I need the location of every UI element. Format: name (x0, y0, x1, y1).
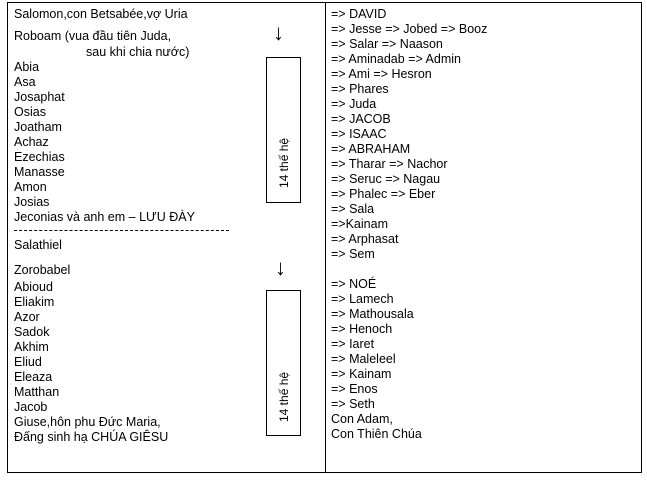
list-item: Sadok (14, 325, 50, 339)
list-item: => Lamech (331, 292, 394, 306)
list-item: => Seth (331, 397, 375, 411)
list-item: Manasse (14, 165, 65, 179)
list-item: => ABRAHAM (331, 142, 411, 156)
list-item: Amon (14, 180, 47, 194)
generation-box-2: 14 thế hệ (266, 290, 301, 436)
column-divider (325, 2, 326, 473)
down-arrow-icon: ↓ (275, 255, 286, 280)
list-item: Zorobabel (14, 263, 71, 277)
list-item: Eliakim (14, 295, 55, 309)
list-item: => JACOB (331, 112, 391, 126)
list-item: => Maleleel (331, 352, 396, 366)
line-salomon: Salomon,con Betsabée,vợ Uria (14, 7, 188, 22)
list-item: => Aminadab => Admin (331, 52, 461, 66)
list-item: => Mathousala (331, 307, 414, 321)
list-item: Matthan (14, 385, 60, 399)
list-item: => Iaret (331, 337, 375, 351)
list-item: Eliud (14, 355, 42, 369)
list-item: => Sala (331, 202, 375, 216)
list-item: => Arphasat (331, 232, 399, 246)
list-item: =>Kainam (331, 217, 388, 231)
list-item: => Salar => Naason (331, 37, 443, 51)
list-item: Akhim (14, 340, 49, 354)
line-roboam: Roboam (vua đầu tiên Juda, (14, 29, 172, 43)
list-item: Osias (14, 105, 46, 119)
list-item: => Ami => Hesron (331, 67, 432, 81)
line-roboam-note: sau khi chia nước) (86, 45, 190, 59)
list-item: Ezechias (14, 150, 65, 164)
list-item: => Juda (331, 97, 377, 111)
list-item: => Henoch (331, 322, 393, 336)
salomon-text: Salomon,con Betsabée,vợ Uria (14, 7, 188, 21)
list-item: Jacob (14, 400, 48, 414)
list-item: Con Adam, (331, 412, 393, 426)
list-item: Achaz (14, 135, 49, 149)
list-item: Azor (14, 310, 40, 324)
list-item: => ISAAC (331, 127, 387, 141)
generation-box-1: 14 thế hệ (266, 57, 301, 203)
separator-line (14, 230, 229, 231)
list-item: Jeconias và anh em – LƯU ĐÀY (14, 210, 195, 224)
list-item: Abia (14, 60, 40, 74)
list-item: Josaphat (14, 90, 65, 104)
list-item: => Phares (331, 82, 389, 96)
generations-label: 14 thế hệ (277, 137, 291, 188)
generations-label: 14 thế hệ (277, 371, 291, 422)
list-item: Abioud (14, 280, 53, 294)
list-item: => NOÉ (331, 277, 377, 291)
list-item: Con Thiên Chúa (331, 427, 422, 441)
list-item: Josias (14, 195, 50, 209)
list-item: Eleaza (14, 370, 53, 384)
list-item: Asa (14, 75, 36, 89)
list-item: => Tharar => Nachor (331, 157, 448, 171)
list-item: Giuse,hôn phu Đức Maria, (14, 415, 161, 429)
list-item: => Enos (331, 382, 378, 396)
list-item: Joatham (14, 120, 62, 134)
list-item: => Phalec => Eber (331, 187, 436, 201)
list-item: => Seruc => Nagau (331, 172, 441, 186)
down-arrow-icon: ↓ (273, 20, 284, 45)
line-salathiel: Salathiel (14, 238, 62, 252)
genealogy-table (7, 2, 642, 473)
list-item: => Kainam (331, 367, 392, 381)
list-item: Đấng sinh hạ CHÚA GIÊSU (14, 430, 169, 444)
list-item: => DAVID (331, 7, 387, 21)
list-item: => Sem (331, 247, 375, 261)
list-item: => Jesse => Jobed => Booz (331, 22, 488, 36)
